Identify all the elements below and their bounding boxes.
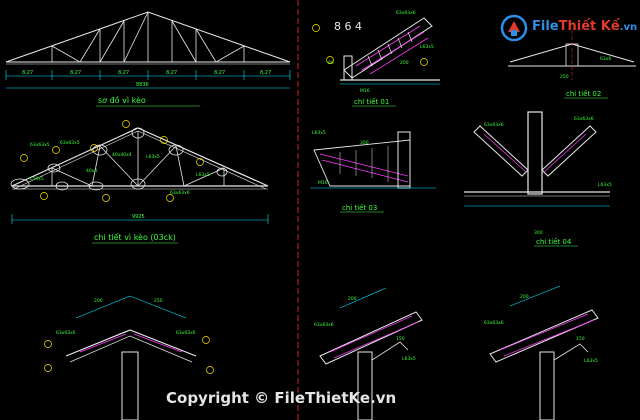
- scheme-dim-5: 8,27: [214, 70, 225, 76]
- detail-07-tag-2: L63x5: [584, 358, 598, 364]
- brand-name-part1: File: [532, 19, 559, 34]
- truss-detail-view: 63x63x5 63x63x5 40x40x4 L63x5 L50x5 L63x…: [10, 120, 269, 244]
- detail-01-tag-3: 200: [400, 60, 409, 66]
- brand-name-part3: .vn: [619, 22, 638, 33]
- detail-05-view: 63x63x6 63x63x6 200 250: [44, 295, 214, 420]
- detail-tag-2: 63x63x5: [60, 140, 80, 146]
- detail-tag-1: 63x63x5: [30, 142, 50, 148]
- detail-03-caption: chi tiết 03: [342, 204, 377, 212]
- brand-name: FileThiết Kế.vn: [532, 19, 637, 34]
- detail-07-view: 63x63x6 L63x5 200 150: [484, 285, 599, 420]
- detail-tag-6: L63x5: [196, 172, 210, 178]
- detail-01-tag-5: 80: [328, 60, 334, 66]
- detail-01-tag-4: L63x5: [420, 44, 434, 50]
- detail-06-tag-4: 150: [396, 336, 405, 342]
- scheme-dim-3: 8,27: [118, 70, 129, 76]
- detail-04-view: 63x63x6 63x63x6 300 L63x5 chi tiết 04: [464, 111, 612, 247]
- detail-05-tag-3: 200: [94, 298, 103, 304]
- detail-01-caption: chi tiết 01: [354, 98, 389, 106]
- truss-detail-caption: chi tiết vì kèo (03ck): [94, 232, 176, 242]
- copyright-watermark: Copyright © FileThietKe.vn: [166, 389, 397, 407]
- scheme-dim-1: 8,27: [22, 70, 33, 76]
- brand-logo: FileThiết Kế.vn: [500, 14, 637, 44]
- detail-02-view: 63x6 250 chi tiết 02: [508, 30, 636, 99]
- detail-07-tag-4: 150: [576, 336, 585, 342]
- detail-span-dim: 9925: [132, 214, 145, 220]
- detail-06-tag-2: L63x5: [402, 356, 416, 362]
- scheme-dim-4: 8,27: [166, 70, 177, 76]
- scheme-dim-6: 8,27: [260, 70, 271, 76]
- truss-scheme-caption: sơ đồ vì kèo: [98, 95, 146, 105]
- detail-04-caption: chi tiết 04: [536, 238, 572, 246]
- detail-05-tag-4: 250: [154, 298, 163, 304]
- detail-02-caption: chi tiết 02: [566, 90, 601, 98]
- detail-tag-7: 40x4: [86, 168, 97, 174]
- detail-06-tag-3: 200: [348, 296, 357, 302]
- detail-03-view: L63x5 300 M16 chi tiết 03: [310, 130, 436, 213]
- detail-04-tag-4: L63x5: [598, 182, 612, 188]
- detail-06-view: 63x63x6 L63x5 200 150: [314, 287, 423, 420]
- detail-06-tag-1: 63x63x6: [314, 322, 334, 328]
- detail-tag-3: 40x40x4: [112, 152, 132, 158]
- detail-02-tag-1: 63x6: [600, 56, 611, 62]
- detail-tag-5: L50x5: [30, 176, 44, 182]
- scheme-top-dim: 8836: [136, 82, 149, 88]
- detail-04-tag-1: 63x63x6: [484, 122, 504, 128]
- detail-05-tag-1: 63x63x6: [56, 330, 76, 336]
- brand-name-part2: Thiết Kế: [558, 19, 620, 34]
- detail-01-tag-6: M16: [360, 88, 370, 94]
- detail-03-tag-3: M16: [318, 180, 328, 186]
- detail-01-bolt-label: 8 6 4: [334, 20, 362, 33]
- scheme-dim-2: 8,27: [70, 70, 81, 76]
- detail-tag-8: 63x63x6: [170, 190, 190, 196]
- truss-scheme-view: 8,27 8,27 8,27 8,27 8,27 8,27 8836 sơ đồ…: [5, 11, 291, 107]
- detail-04-tag-2: 63x63x6: [574, 116, 594, 122]
- detail-07-tag-3: 200: [520, 294, 529, 300]
- brand-logo-icon: [500, 14, 528, 42]
- detail-01-view: 8 6 4 63x63x6 200 L63x5 80 M16 chi tiết …: [312, 10, 440, 107]
- detail-05-tag-2: 63x63x6: [176, 330, 196, 336]
- detail-tag-4: L63x5: [146, 154, 160, 160]
- detail-07-tag-1: 63x63x6: [484, 320, 504, 326]
- detail-01-tag-2: 63x63x6: [396, 10, 416, 16]
- detail-03-tag-2: 300: [360, 140, 369, 146]
- detail-04-tag-3: 300: [534, 230, 543, 236]
- detail-03-tag-1: L63x5: [312, 130, 326, 136]
- detail-02-tag-2: 250: [560, 74, 569, 80]
